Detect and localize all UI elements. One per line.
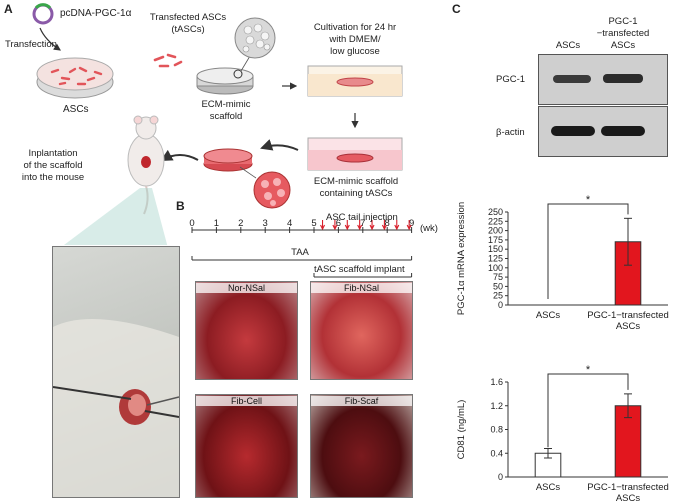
- implantation-label-3: into the mouse: [8, 172, 98, 183]
- x-tick-label: ASCs: [616, 321, 641, 332]
- blot-col-pgc-3: ASCs: [588, 40, 658, 51]
- x-tick-label: ASCs: [536, 310, 561, 321]
- y-tick-label: 225: [488, 216, 503, 226]
- x-tick-label: PGC-1−transfected: [587, 310, 669, 321]
- plasmid-label: pcDNA-PGC-1α: [60, 8, 131, 19]
- photo-fib-nsal: Fib-NSal: [310, 281, 413, 380]
- western-blot-pgc1: [538, 54, 668, 105]
- blot-col-pgc-1: PGC-1: [588, 16, 658, 27]
- photo-nor-nsal: Nor-NSal: [195, 281, 298, 380]
- scaffold-label-2: scaffold: [196, 111, 256, 122]
- implant-label: tASC scaffold implant: [314, 264, 405, 275]
- y-tick-label: 1.2: [490, 401, 503, 411]
- surgery-photo: [52, 246, 180, 498]
- cultivation-label-1: Cultivation for 24 hr: [300, 22, 410, 33]
- y-tick-label: 250: [488, 207, 503, 217]
- photo-fib-cell: Fib-Cell: [195, 394, 298, 498]
- implantation-label-1: Inplantation: [8, 148, 98, 159]
- week-unit: (wk): [420, 223, 438, 234]
- tasc-cells-icon: [155, 55, 181, 66]
- y-tick-label: 0: [498, 300, 503, 310]
- implantation-label-2: of the scaffold: [8, 160, 98, 171]
- y-tick-label: 0.4: [490, 448, 503, 458]
- scaffold-label-1: ECM-mimic: [196, 99, 256, 110]
- y-axis-label: PGC-1α mRNA expression: [456, 202, 467, 315]
- injection-arrow: [321, 220, 325, 229]
- timeline-tick-label: 2: [238, 218, 243, 229]
- x-tick-label: ASCs: [616, 493, 641, 502]
- western-blot-bactin: [538, 106, 668, 157]
- transfection-label: Transfection: [5, 39, 57, 50]
- y-tick-label: 125: [488, 254, 503, 264]
- y-tick-label: 1.6: [490, 377, 503, 387]
- asc-injection-label: ASC tail injection: [326, 212, 398, 223]
- petri-dish-icon: [37, 58, 113, 98]
- ascs-label: ASCs: [63, 104, 89, 115]
- containing-label-1: ECM-mimic scaffold: [296, 176, 416, 187]
- y-tick-label: 75: [493, 272, 503, 282]
- taa-label: TAA: [270, 247, 330, 258]
- significance-marker: *: [586, 194, 591, 206]
- x-tick-label: ASCs: [536, 482, 561, 493]
- transfected-label-1: Transfected ASCs: [140, 12, 236, 23]
- y-tick-label: 0: [498, 472, 503, 482]
- photo-label-nor-nsal: Nor-NSal: [196, 283, 297, 293]
- timeline-tick-label: 5: [311, 218, 316, 229]
- cultivation-label-2: with DMEM/: [300, 34, 410, 45]
- y-tick-label: 50: [493, 281, 503, 291]
- y-tick-label: 0.8: [490, 425, 503, 435]
- y-tick-label: 150: [488, 244, 503, 254]
- significance-marker: *: [586, 364, 591, 376]
- y-tick-label: 100: [488, 263, 503, 273]
- blot-label-pgc1: PGC-1: [496, 74, 525, 85]
- photo-label-fib-nsal: Fib-NSal: [311, 283, 412, 293]
- y-axis-label: CD81 (ng/mL): [456, 400, 467, 460]
- timeline-tick-label: 3: [263, 218, 268, 229]
- photo-fib-scaf: Fib-Scaf: [310, 394, 413, 498]
- photo-label-fib-scaf: Fib-Scaf: [311, 396, 412, 406]
- timeline-tick-label: 0: [189, 218, 194, 229]
- panel-c-letter: C: [452, 2, 461, 16]
- x-tick-label: PGC-1−transfected: [587, 482, 669, 493]
- timeline-tick-label: 1: [214, 218, 219, 229]
- containing-label-2: containing tASCs: [296, 188, 416, 199]
- transfected-label-2: (tASCs): [140, 24, 236, 35]
- blot-label-bactin: β-actin: [496, 127, 525, 138]
- cultivation-label-3: low glucose: [300, 46, 410, 57]
- timeline-tick-label: 4: [287, 218, 292, 229]
- y-tick-label: 175: [488, 235, 503, 245]
- y-tick-label: 25: [493, 291, 503, 301]
- culture-dish-icon: [308, 66, 402, 96]
- photo-label-fib-cell: Fib-Cell: [196, 396, 297, 406]
- blot-col-pgc-2: −transfected: [588, 28, 658, 39]
- y-tick-label: 200: [488, 226, 503, 236]
- scaffold-in-medium-icon: [308, 138, 402, 170]
- cell-scaffold-icon: [204, 149, 290, 208]
- blot-col-ascs: ASCs: [543, 40, 593, 51]
